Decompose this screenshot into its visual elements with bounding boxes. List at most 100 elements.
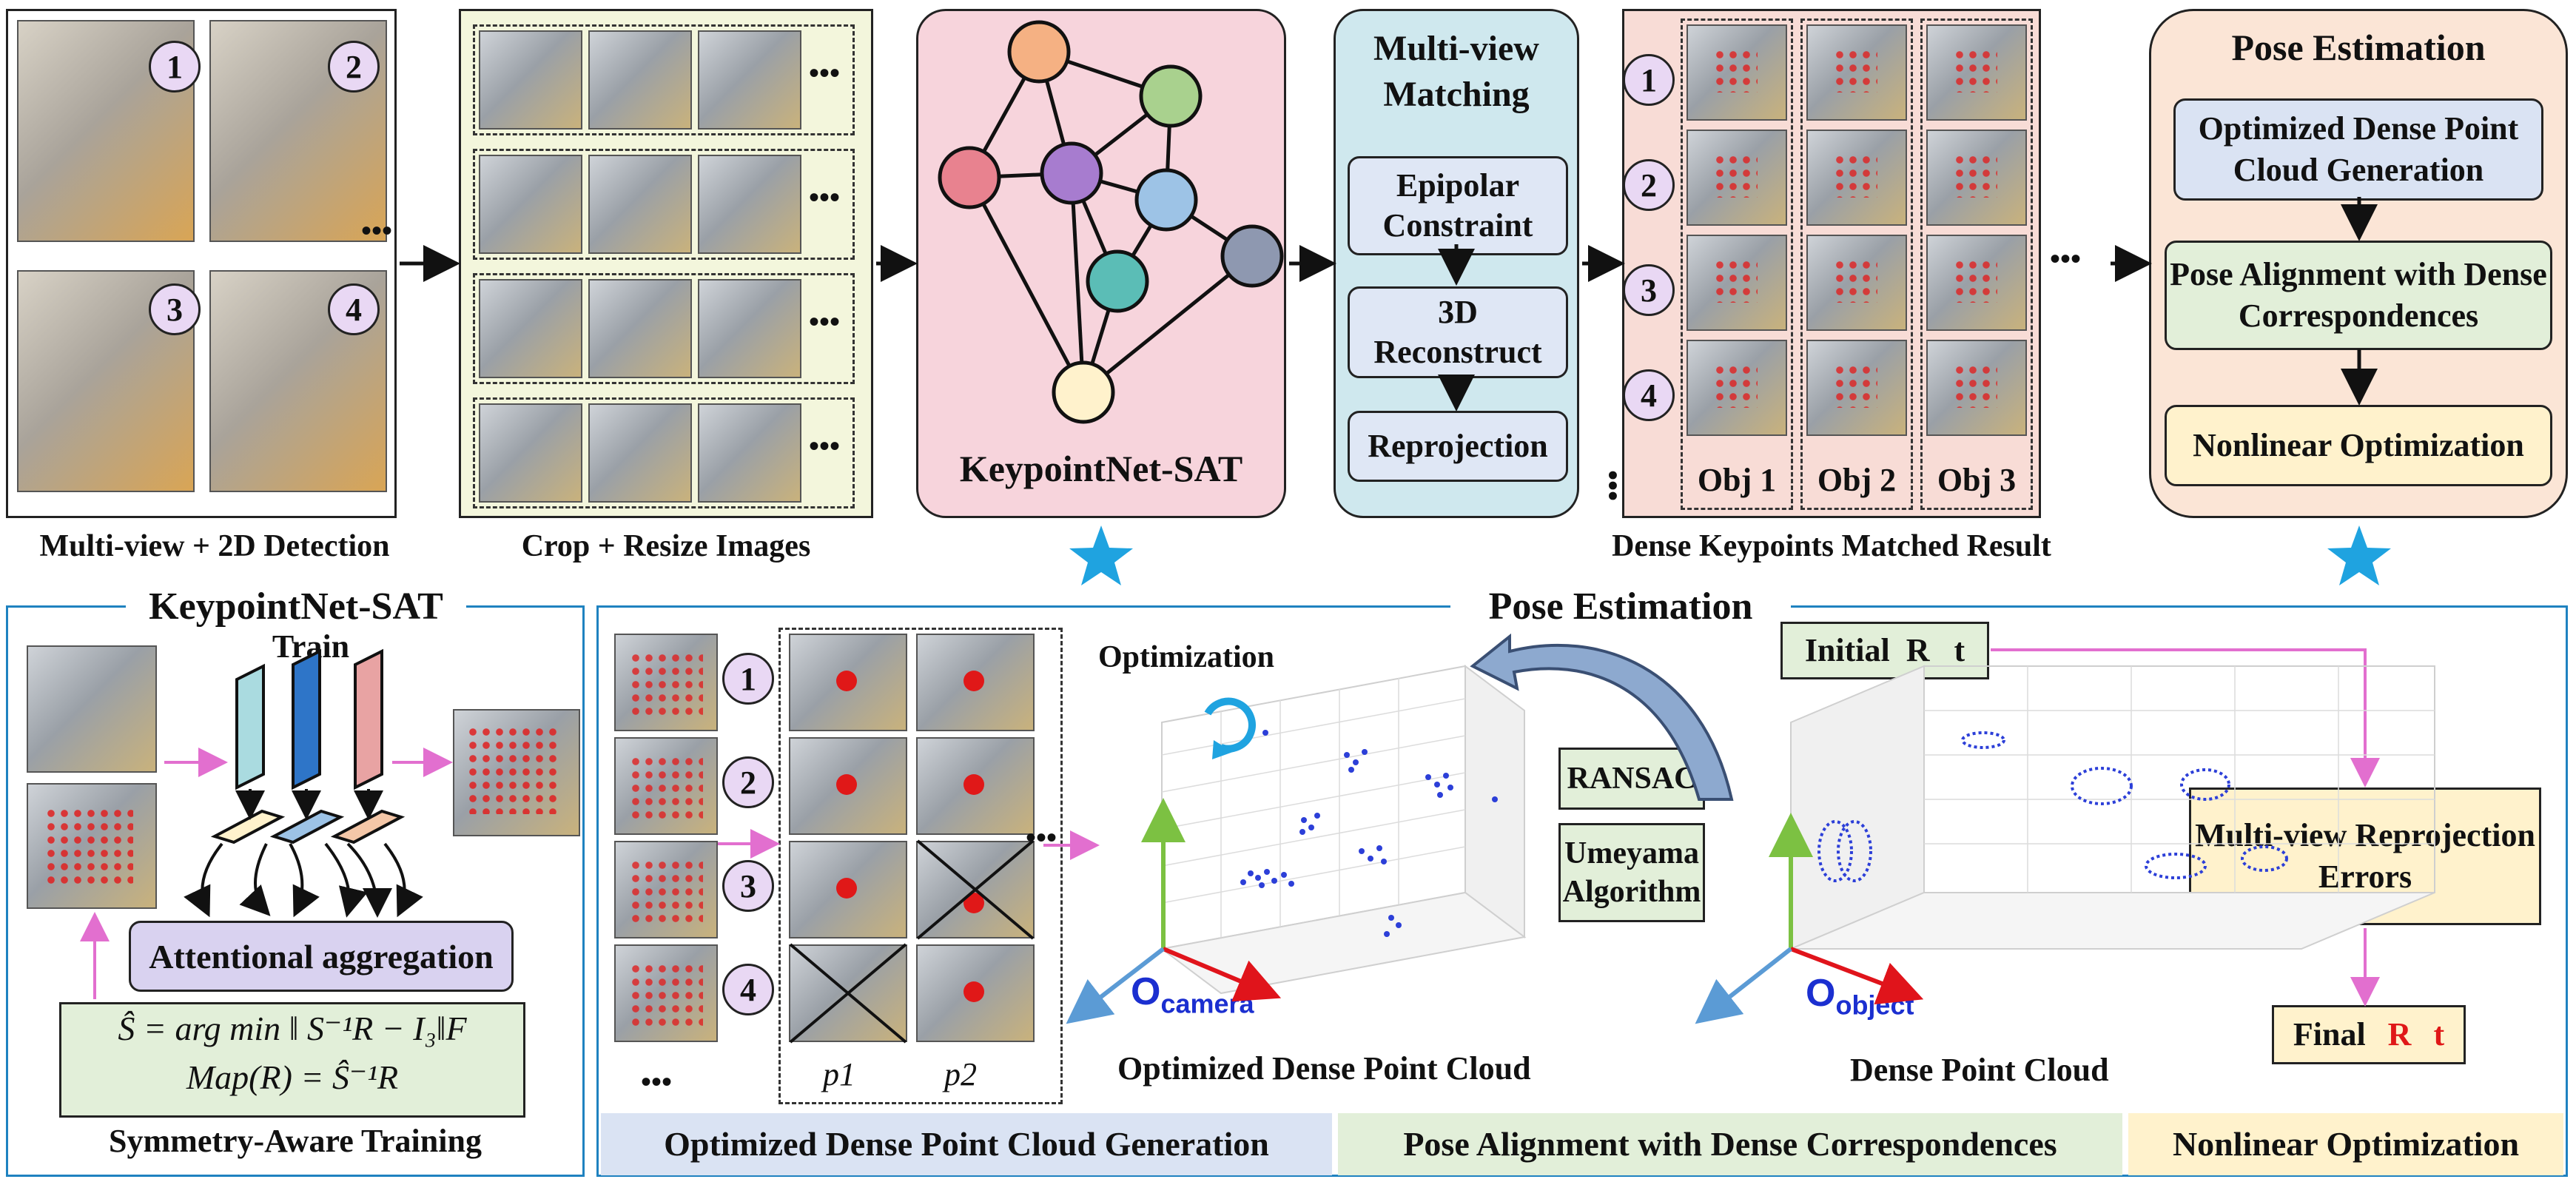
keypoint-dots bbox=[1713, 48, 1758, 93]
epipolar-constraint-box: Epipolar Constraint bbox=[1348, 156, 1568, 255]
multiview-panel: 1 2 3 4 bbox=[6, 9, 397, 518]
formula-line-2: Map(R) = Ŝ⁻¹R bbox=[186, 1058, 399, 1096]
initial-rt-box: Initial R t bbox=[1780, 622, 1989, 679]
crop-image bbox=[588, 30, 692, 130]
pair-image-p1 bbox=[789, 737, 907, 835]
detail-row-number-4: 4 bbox=[722, 964, 774, 1015]
input-image-top bbox=[27, 645, 157, 773]
attention-aggregation-box bbox=[129, 921, 514, 992]
p2-label: p2 bbox=[944, 1055, 977, 1093]
keypoint-dots bbox=[1713, 363, 1758, 408]
obj3-label: Obj 3 bbox=[1937, 462, 2017, 498]
crop-caption: Crop + Resize Images bbox=[521, 529, 811, 563]
formula-box bbox=[59, 1002, 525, 1118]
pair-image-p2 bbox=[916, 634, 1035, 731]
graph-node-cream bbox=[1052, 360, 1115, 424]
detail-row-number-1: 1 bbox=[722, 653, 774, 705]
ocamera-o: O bbox=[1131, 970, 1161, 1013]
view-number-3: 3 bbox=[149, 283, 201, 335]
p1-label: p1 bbox=[823, 1055, 855, 1093]
pair-ellipsis: ••• bbox=[1026, 821, 1057, 854]
crop-row-2 bbox=[473, 149, 855, 260]
obj3-column bbox=[1920, 19, 2033, 510]
band-pose-alignment: Pose Alignment with Dense Correspondence… bbox=[1338, 1113, 2122, 1175]
input-keypoint-dots bbox=[44, 807, 133, 888]
rejected-pair-crosses bbox=[789, 839, 1035, 1044]
keypoint-dots bbox=[1713, 258, 1758, 303]
matching-title: Multi-view Matching bbox=[1373, 29, 1539, 114]
keypoint-dots bbox=[629, 859, 703, 925]
p1-text: p1 bbox=[823, 1056, 855, 1092]
top-flow-arrows bbox=[400, 197, 2378, 412]
graph-node-teal bbox=[1086, 249, 1149, 313]
keypoint-marker bbox=[964, 774, 984, 795]
attention-aggregation-label: Attentional aggregation bbox=[149, 938, 494, 976]
optimization-label: Optimization bbox=[1098, 640, 1274, 674]
keypoint-dots bbox=[1713, 153, 1758, 198]
view-ellipsis: ••• bbox=[641, 1065, 673, 1098]
multiview-ellipsis: ••• bbox=[361, 214, 393, 247]
keypoint-dots bbox=[1953, 363, 1997, 408]
optimized-cloud-box: Optimized Dense Point Cloud Generation bbox=[2173, 98, 2543, 201]
star-icon bbox=[2327, 525, 2391, 585]
detail-row-number-2: 2 bbox=[722, 756, 774, 808]
pose-estimation-title: Pose Estimation bbox=[2231, 27, 2486, 68]
crop-image bbox=[588, 155, 692, 254]
optimized-cloud-caption: Optimized Dense Point Cloud bbox=[1117, 1050, 1531, 1087]
final-t: t bbox=[2433, 1016, 2445, 1052]
crop-image bbox=[588, 403, 692, 503]
keypoint-dots bbox=[1833, 153, 1877, 198]
pose-detail-title: Pose Estimation bbox=[1450, 585, 1791, 628]
network-diagram bbox=[184, 648, 423, 918]
keypoint-dots bbox=[629, 651, 703, 718]
band-nonlinear: Nonlinear Optimization bbox=[2128, 1113, 2563, 1175]
symmetry-aware-caption: Symmetry-Aware Training bbox=[109, 1123, 482, 1159]
crop-panel: ••• ••• ••• ••• bbox=[459, 9, 873, 518]
keypointnet-label: KeypointNet-SAT bbox=[959, 448, 1243, 489]
sat-title: KeypointNet-SAT bbox=[126, 585, 466, 628]
rotate-icon bbox=[1204, 697, 1256, 753]
crop-ellipsis-3: ••• bbox=[809, 305, 841, 338]
crop-ellipsis-2: ••• bbox=[809, 181, 841, 214]
obj2-column bbox=[1800, 19, 1913, 510]
crop-image bbox=[479, 403, 582, 503]
dense-point-cloud-plot bbox=[1695, 665, 2435, 1024]
crop-row-4 bbox=[473, 397, 855, 508]
pair-image-p1 bbox=[789, 841, 907, 938]
keypoint-marker bbox=[964, 981, 984, 1002]
view-number-2: 2 bbox=[328, 41, 380, 93]
star-icon bbox=[1069, 525, 1133, 585]
keypoint-dots bbox=[629, 962, 703, 1029]
umeyama-box: Umeyama Algorithm bbox=[1558, 823, 1705, 922]
keypoint-dots bbox=[1953, 48, 1997, 93]
reprojection-box: Reprojection bbox=[1348, 411, 1568, 482]
obj2-label: Obj 2 bbox=[1817, 462, 1897, 498]
keypoint-marker bbox=[836, 774, 857, 795]
crop-image bbox=[479, 30, 582, 130]
pair-image-p2 bbox=[916, 944, 1035, 1042]
keypoint-dots bbox=[629, 755, 703, 822]
pose-alignment-box: Pose Alignment with Dense Correspondence… bbox=[2165, 241, 2552, 350]
crop-image bbox=[479, 155, 582, 254]
keypoint-dots bbox=[1833, 258, 1877, 303]
keypoint-pair-box bbox=[778, 628, 1063, 1104]
crop-image bbox=[698, 30, 801, 130]
crop-image bbox=[479, 279, 582, 378]
dense-image bbox=[1686, 340, 1787, 436]
alignment-curved-arrow bbox=[1470, 633, 1734, 801]
dense-row-number-1: 1 bbox=[1623, 54, 1675, 106]
keypoint-marker bbox=[836, 878, 857, 899]
band-optimized-cloud: Optimized Dense Point Cloud Generation bbox=[601, 1113, 1332, 1175]
crop-row-3 bbox=[473, 273, 855, 384]
dense-row-number-2: 2 bbox=[1623, 159, 1675, 211]
crop-ellipsis-4: ••• bbox=[809, 429, 841, 463]
graph-edges bbox=[967, 50, 1254, 394]
keypoint-dots bbox=[1953, 153, 1997, 198]
multiview-caption: Multi-view + 2D Detection bbox=[39, 529, 390, 563]
graph-node-green bbox=[1139, 64, 1203, 128]
reconstruct-box: 3D Reconstruct bbox=[1348, 286, 1568, 378]
detail-row-number-3: 3 bbox=[722, 860, 774, 912]
final-r: R bbox=[2387, 1016, 2412, 1052]
output-keypoint-dots bbox=[466, 725, 562, 814]
